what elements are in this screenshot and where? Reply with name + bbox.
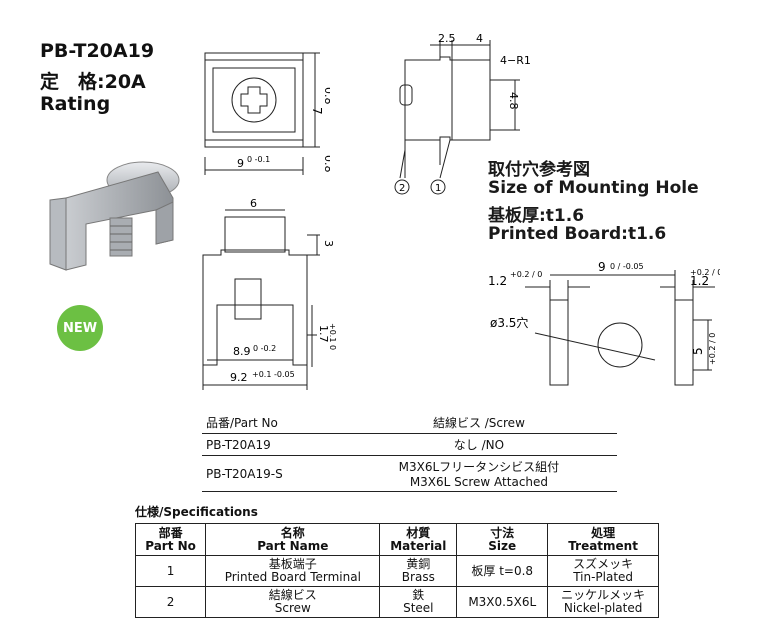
dim-8-9-tol: 0 -0.2 xyxy=(253,344,276,353)
mounting-heading-en: Size of Mounting Hole xyxy=(488,178,699,198)
dim-4-8: 4.8 xyxy=(507,92,520,110)
part-number-table: 品番/Part No 結線ビス /Screw PB-T20A19 なし /NO … xyxy=(202,412,617,492)
dim-hole: ø3.5穴 xyxy=(490,315,528,330)
board-thickness-en: Printed Board:t1.6 xyxy=(488,224,667,244)
dim-9-2: 9.2 xyxy=(230,371,248,384)
top-view-drawing: 0.8 7 0.8 9 0 -0.1 xyxy=(204,52,330,175)
dim-5-tol: +0.2 / 0 xyxy=(708,333,717,365)
callout-2: 2 xyxy=(399,183,405,194)
specifications-label: 仕様/Specifications xyxy=(135,505,258,519)
new-badge: NEW xyxy=(57,305,103,351)
dim-9-tol: 0 -0.1 xyxy=(247,155,270,164)
side-view-drawing: 2.5 4 4−R1 4.8 2 1 xyxy=(394,32,531,195)
part-no-cell: PB-T20A19 xyxy=(202,433,341,456)
screw-header: 結線ビス /Screw xyxy=(340,412,617,434)
mounting-hole-drawing: 1.2 +0.2 / 0 9 0 / -0.05 1.2 +0.2 / 0 ø3… xyxy=(488,260,720,386)
dim-1-7: 1.7 xyxy=(317,325,330,343)
screw-cell: なし /NO xyxy=(340,433,617,456)
dim-3: 3 xyxy=(322,240,335,247)
dim-7: 7 xyxy=(310,107,324,115)
product-title: PB-T20A19 xyxy=(40,40,155,62)
dim-9: 9 xyxy=(237,157,244,170)
callout-2-circle xyxy=(394,179,410,195)
mounting-heading-jp: 取付穴参考図 xyxy=(488,160,590,180)
screw-cell-line-2: M3X6L Screw Attached xyxy=(409,475,549,489)
dim-5: 5 xyxy=(691,347,705,355)
callout-1: 1 xyxy=(435,183,441,194)
dim-4-top: 4 xyxy=(476,32,483,45)
board-thickness-jp: 基板厚:t1.6 xyxy=(488,206,585,226)
table-row: PB-T20A19 なし /NO xyxy=(202,433,617,456)
dim-9-2-tol: +0.1 -0.05 xyxy=(252,370,295,379)
dim-0-8-bottom: 0.8 xyxy=(322,155,330,173)
table-header-row: 品番/Part No 結線ビス /Screw xyxy=(202,412,617,434)
dim-r1: 4−R1 xyxy=(500,54,531,67)
callout-1-circle xyxy=(430,179,446,195)
dim-0-8-top: 0.8 xyxy=(322,87,330,105)
spec-size: 板厚 t=0.8 xyxy=(456,555,549,587)
dim-right: 1.2 xyxy=(690,274,709,288)
dim-center: 9 xyxy=(598,260,606,274)
dim-left: 1.2 xyxy=(488,274,507,288)
dim-1-7-tol: +0.1 0 xyxy=(328,323,337,350)
screw-cell: M3X6Lフリータンシビス組付 M3X6L Screw Attached xyxy=(340,455,617,492)
rating-label: Rating xyxy=(40,93,111,115)
front-view-drawing: 6 3 8.9 0 -0.2 1.7 +0.1 0 9.2 +0.1 -0.05 xyxy=(202,197,337,390)
dim-6: 6 xyxy=(250,197,257,210)
dim-right-tol: +0.2 / 0 xyxy=(690,268,720,277)
rating-line: 定 格:20A xyxy=(40,71,146,93)
spec-part-no: 1 xyxy=(134,555,207,587)
screw-cell-line-1: M3X6Lフリータンシビス組付 xyxy=(398,460,560,474)
part-no-cell: PB-T20A19-S xyxy=(202,455,341,492)
dim-left-tol: +0.2 / 0 xyxy=(510,270,542,279)
table-row: PB-T20A19-S M3X6Lフリータンシビス組付 M3X6L Screw … xyxy=(202,455,617,492)
spec-part-no: 2 xyxy=(134,586,207,618)
terminal-product-photo xyxy=(49,161,180,271)
dim-center-tol: 0 / -0.05 xyxy=(610,262,644,271)
dim-2-5: 2.5 xyxy=(438,32,456,45)
spec-size: M3X0.5X6L xyxy=(456,586,549,618)
dim-8-9: 8.9 xyxy=(233,345,251,358)
part-no-header: 品番/Part No xyxy=(202,412,341,434)
